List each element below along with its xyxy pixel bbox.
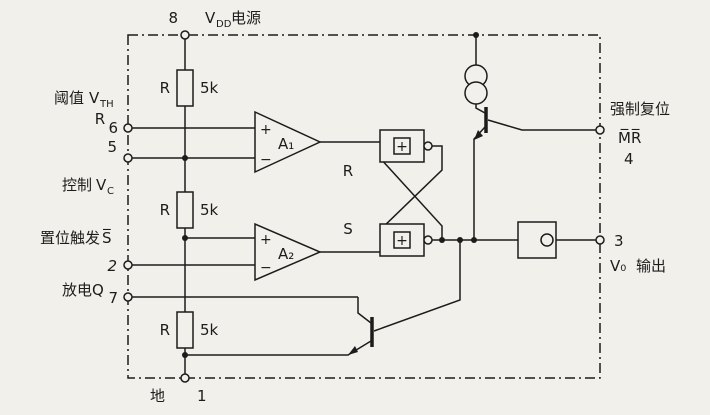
pin-7-number: 7 bbox=[108, 289, 118, 307]
threshold-label-v: V bbox=[89, 89, 100, 107]
comparator-a2 bbox=[254, 222, 322, 282]
resistor-r1 bbox=[176, 69, 194, 107]
wire-cs-to-collector bbox=[475, 104, 486, 114]
pin-7-terminal bbox=[123, 292, 133, 302]
r1-name: R bbox=[160, 79, 170, 97]
vdd-label-sub: DD bbox=[216, 19, 232, 30]
ic-boundary bbox=[127, 34, 601, 379]
threshold-label-r: R bbox=[95, 110, 105, 128]
reset-label-cn: 强制复位 bbox=[610, 100, 670, 118]
junction-control-node bbox=[182, 155, 188, 161]
pin-3-number: 3 bbox=[614, 232, 624, 250]
a2-minus-sign: − bbox=[260, 260, 272, 276]
r3-name: R bbox=[160, 321, 170, 339]
threshold-label-sub: TH bbox=[99, 99, 114, 110]
pin-6-terminal bbox=[123, 123, 133, 133]
pin-1-terminal bbox=[180, 373, 190, 383]
discharge-transistor-emitter-arrow bbox=[348, 346, 358, 355]
latch-gate-s-plus: + bbox=[396, 233, 408, 249]
comparator-a1 bbox=[254, 110, 322, 174]
reset-label-mr: M̅R̅ bbox=[618, 128, 641, 147]
reset-transistor-emitter-arrow bbox=[474, 130, 483, 140]
control-label-cn: 控制 bbox=[62, 176, 92, 194]
latch-gate-s-inner bbox=[393, 231, 411, 249]
trigger-label-s: S̅ bbox=[102, 228, 112, 247]
pin-5-number: 5 bbox=[107, 138, 117, 156]
r3-value: 5k bbox=[200, 321, 219, 339]
a1-minus-sign: − bbox=[260, 152, 272, 168]
r2-value: 5k bbox=[200, 201, 219, 219]
wire-latch-to-q-base bbox=[373, 240, 461, 332]
junction-base-tap bbox=[457, 237, 463, 243]
trigger-label-cn: 置位触发 bbox=[40, 229, 100, 247]
output-label-v: V₀ bbox=[610, 257, 626, 275]
wire-latch-feedback-s bbox=[379, 157, 443, 240]
vdd-label-v: V bbox=[205, 9, 216, 27]
wire-q-collector bbox=[357, 297, 372, 324]
wire-q-emitter-gnd bbox=[185, 340, 372, 356]
output-inverter-bubble bbox=[540, 233, 554, 247]
r2-name: R bbox=[160, 201, 170, 219]
wire-mr-emitter bbox=[473, 126, 486, 240]
control-label-v: V bbox=[96, 176, 107, 194]
latch-gate-s-bubble bbox=[423, 235, 433, 245]
pin-4-number: 4 bbox=[624, 150, 634, 168]
ground-label-cn: 地 bbox=[150, 387, 165, 405]
vdd-label-cn: 电源 bbox=[231, 9, 261, 27]
r1-value: 5k bbox=[200, 79, 219, 97]
latch-gate-r-inner bbox=[393, 137, 411, 155]
junction-divider-node bbox=[182, 235, 188, 241]
a1-label: A₁ bbox=[278, 135, 294, 153]
pin-2-terminal bbox=[123, 260, 133, 270]
a2-label: A₂ bbox=[278, 245, 294, 263]
junction-ground-node bbox=[182, 352, 188, 358]
latch-r-label: R bbox=[343, 162, 353, 180]
pin-5-terminal bbox=[123, 153, 133, 163]
latch-gate-r-plus: + bbox=[396, 139, 408, 155]
pin-8-number: 8 bbox=[168, 9, 178, 27]
a2-plus-sign: + bbox=[260, 232, 272, 248]
a1-plus-sign: + bbox=[260, 122, 272, 138]
resistor-r2 bbox=[176, 191, 194, 229]
junction-feedback-tap bbox=[439, 237, 445, 243]
latch-s-label: S bbox=[343, 220, 353, 238]
current-source-bottom-circle bbox=[464, 81, 488, 105]
resistor-r3 bbox=[176, 311, 194, 349]
junction-mr-emitter-tap bbox=[471, 237, 477, 243]
wire-latch-feedback-r bbox=[379, 145, 443, 231]
pin-1-number: 1 bbox=[197, 387, 207, 405]
output-label-cn: 输出 bbox=[636, 257, 666, 275]
control-label-sub: C bbox=[107, 186, 114, 197]
pin-2-number: 2 bbox=[107, 257, 117, 275]
pin-6-number: 6 bbox=[108, 119, 118, 137]
discharge-label-cn: 放电Q bbox=[62, 281, 104, 299]
junction-vdd-rail bbox=[473, 32, 479, 38]
latch-gate-r-bubble bbox=[423, 141, 433, 151]
pin-8-terminal bbox=[180, 30, 190, 40]
pin-4-terminal bbox=[595, 125, 605, 135]
pin-3-terminal bbox=[595, 235, 605, 245]
threshold-label-cn: 阈值 bbox=[54, 89, 84, 107]
wire-mr-base bbox=[487, 119, 596, 131]
